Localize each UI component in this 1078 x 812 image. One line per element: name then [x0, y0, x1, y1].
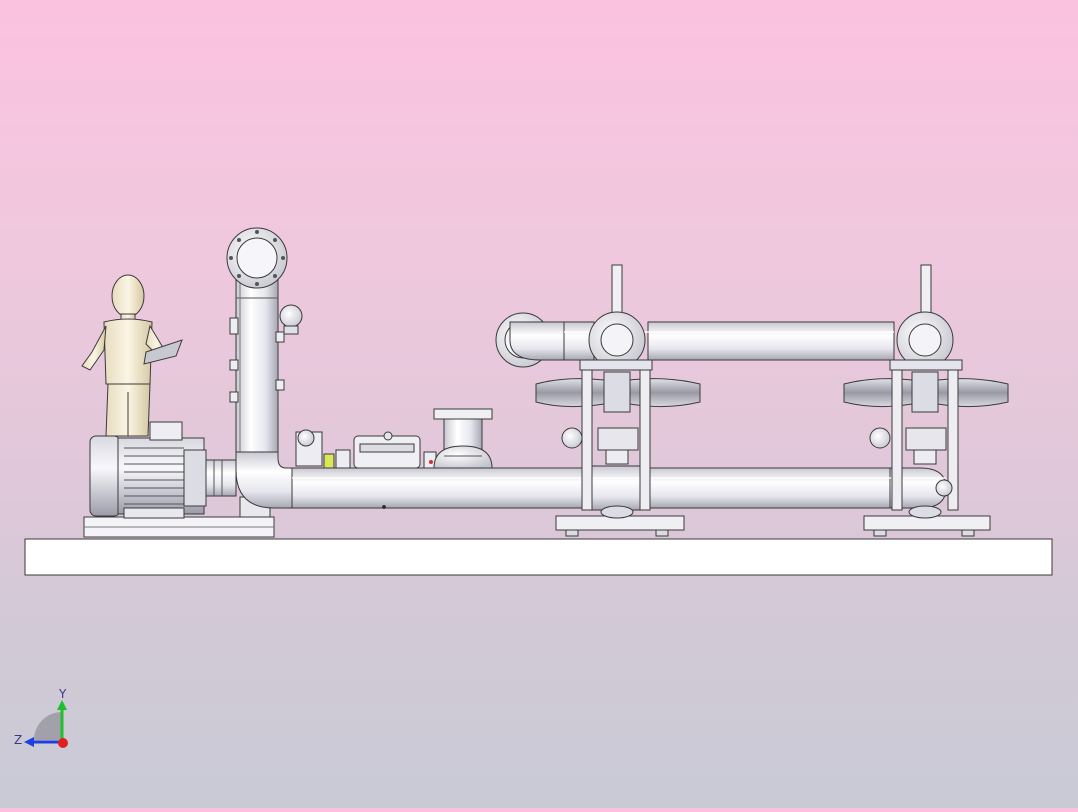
y-axis-label: Y	[58, 687, 67, 701]
motor-skid[interactable]	[83, 496, 275, 538]
view-orientation-triad[interactable]: Y Z	[10, 684, 76, 754]
triad-arc-icon	[34, 712, 62, 740]
electric-motor[interactable]	[89, 421, 237, 519]
filter-unit-2[interactable]	[843, 264, 1009, 537]
base-platform[interactable]	[24, 538, 1053, 576]
upper-outlet-pipe[interactable]	[495, 312, 895, 368]
pressure-gauge-icon[interactable]	[279, 304, 303, 335]
filter-unit-1[interactable]	[535, 264, 701, 537]
inline-valve-assembly[interactable]	[295, 429, 437, 469]
strainer-tee[interactable]	[433, 408, 493, 469]
vertical-riser-pipe[interactable]	[229, 257, 285, 459]
z-axis-label: Z	[14, 733, 22, 747]
x-axis-dot-icon	[58, 738, 68, 748]
operator-figure[interactable]	[81, 274, 183, 437]
riser-top-flange[interactable]	[226, 227, 288, 289]
